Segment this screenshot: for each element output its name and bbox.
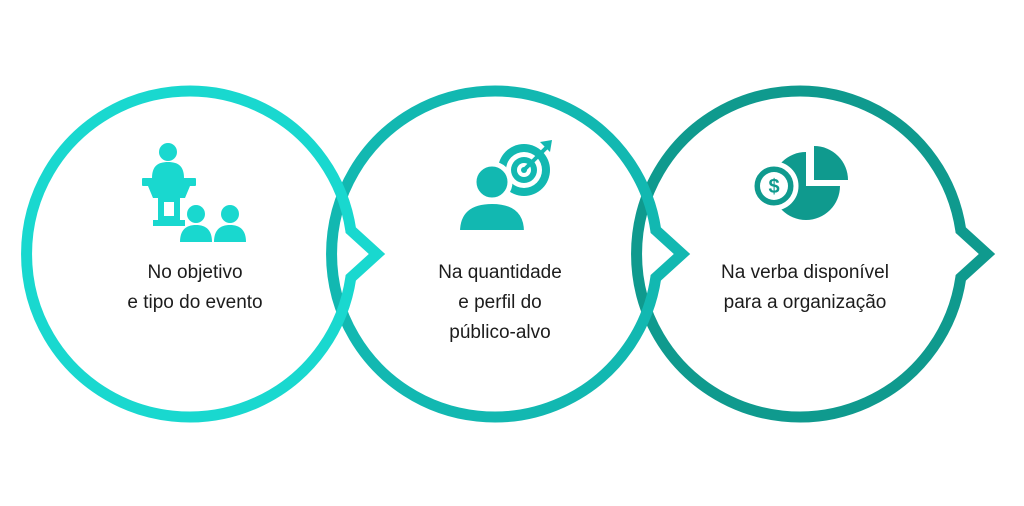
step-2-line-3: público-alvo: [449, 322, 551, 343]
step-2-line-1: Na quantidade: [438, 262, 562, 283]
step-3-line-1: Na verba disponível: [721, 262, 889, 283]
step-2-line-2: e perfil do: [458, 292, 542, 313]
step-3-label: Na verba disponível para a organização: [690, 258, 920, 318]
step-2-label: Na quantidade e perfil do público-alvo: [385, 258, 615, 348]
svg-text:$: $: [768, 176, 779, 198]
step-ring-1: [21, 85, 386, 423]
step-ring-2: [326, 85, 691, 423]
step-ring-3: [631, 85, 996, 423]
presentation-audience-icon: [142, 143, 246, 242]
budget-pie-chart-icon: $: [749, 146, 848, 220]
step-3-line-2: para a organização: [723, 292, 887, 313]
step-1-line-1: No objetivo: [147, 262, 243, 283]
target-audience-icon: [455, 140, 552, 234]
step-1-line-2: e tipo do evento: [127, 292, 263, 313]
step-1-label: No objetivo e tipo do evento: [80, 258, 310, 318]
